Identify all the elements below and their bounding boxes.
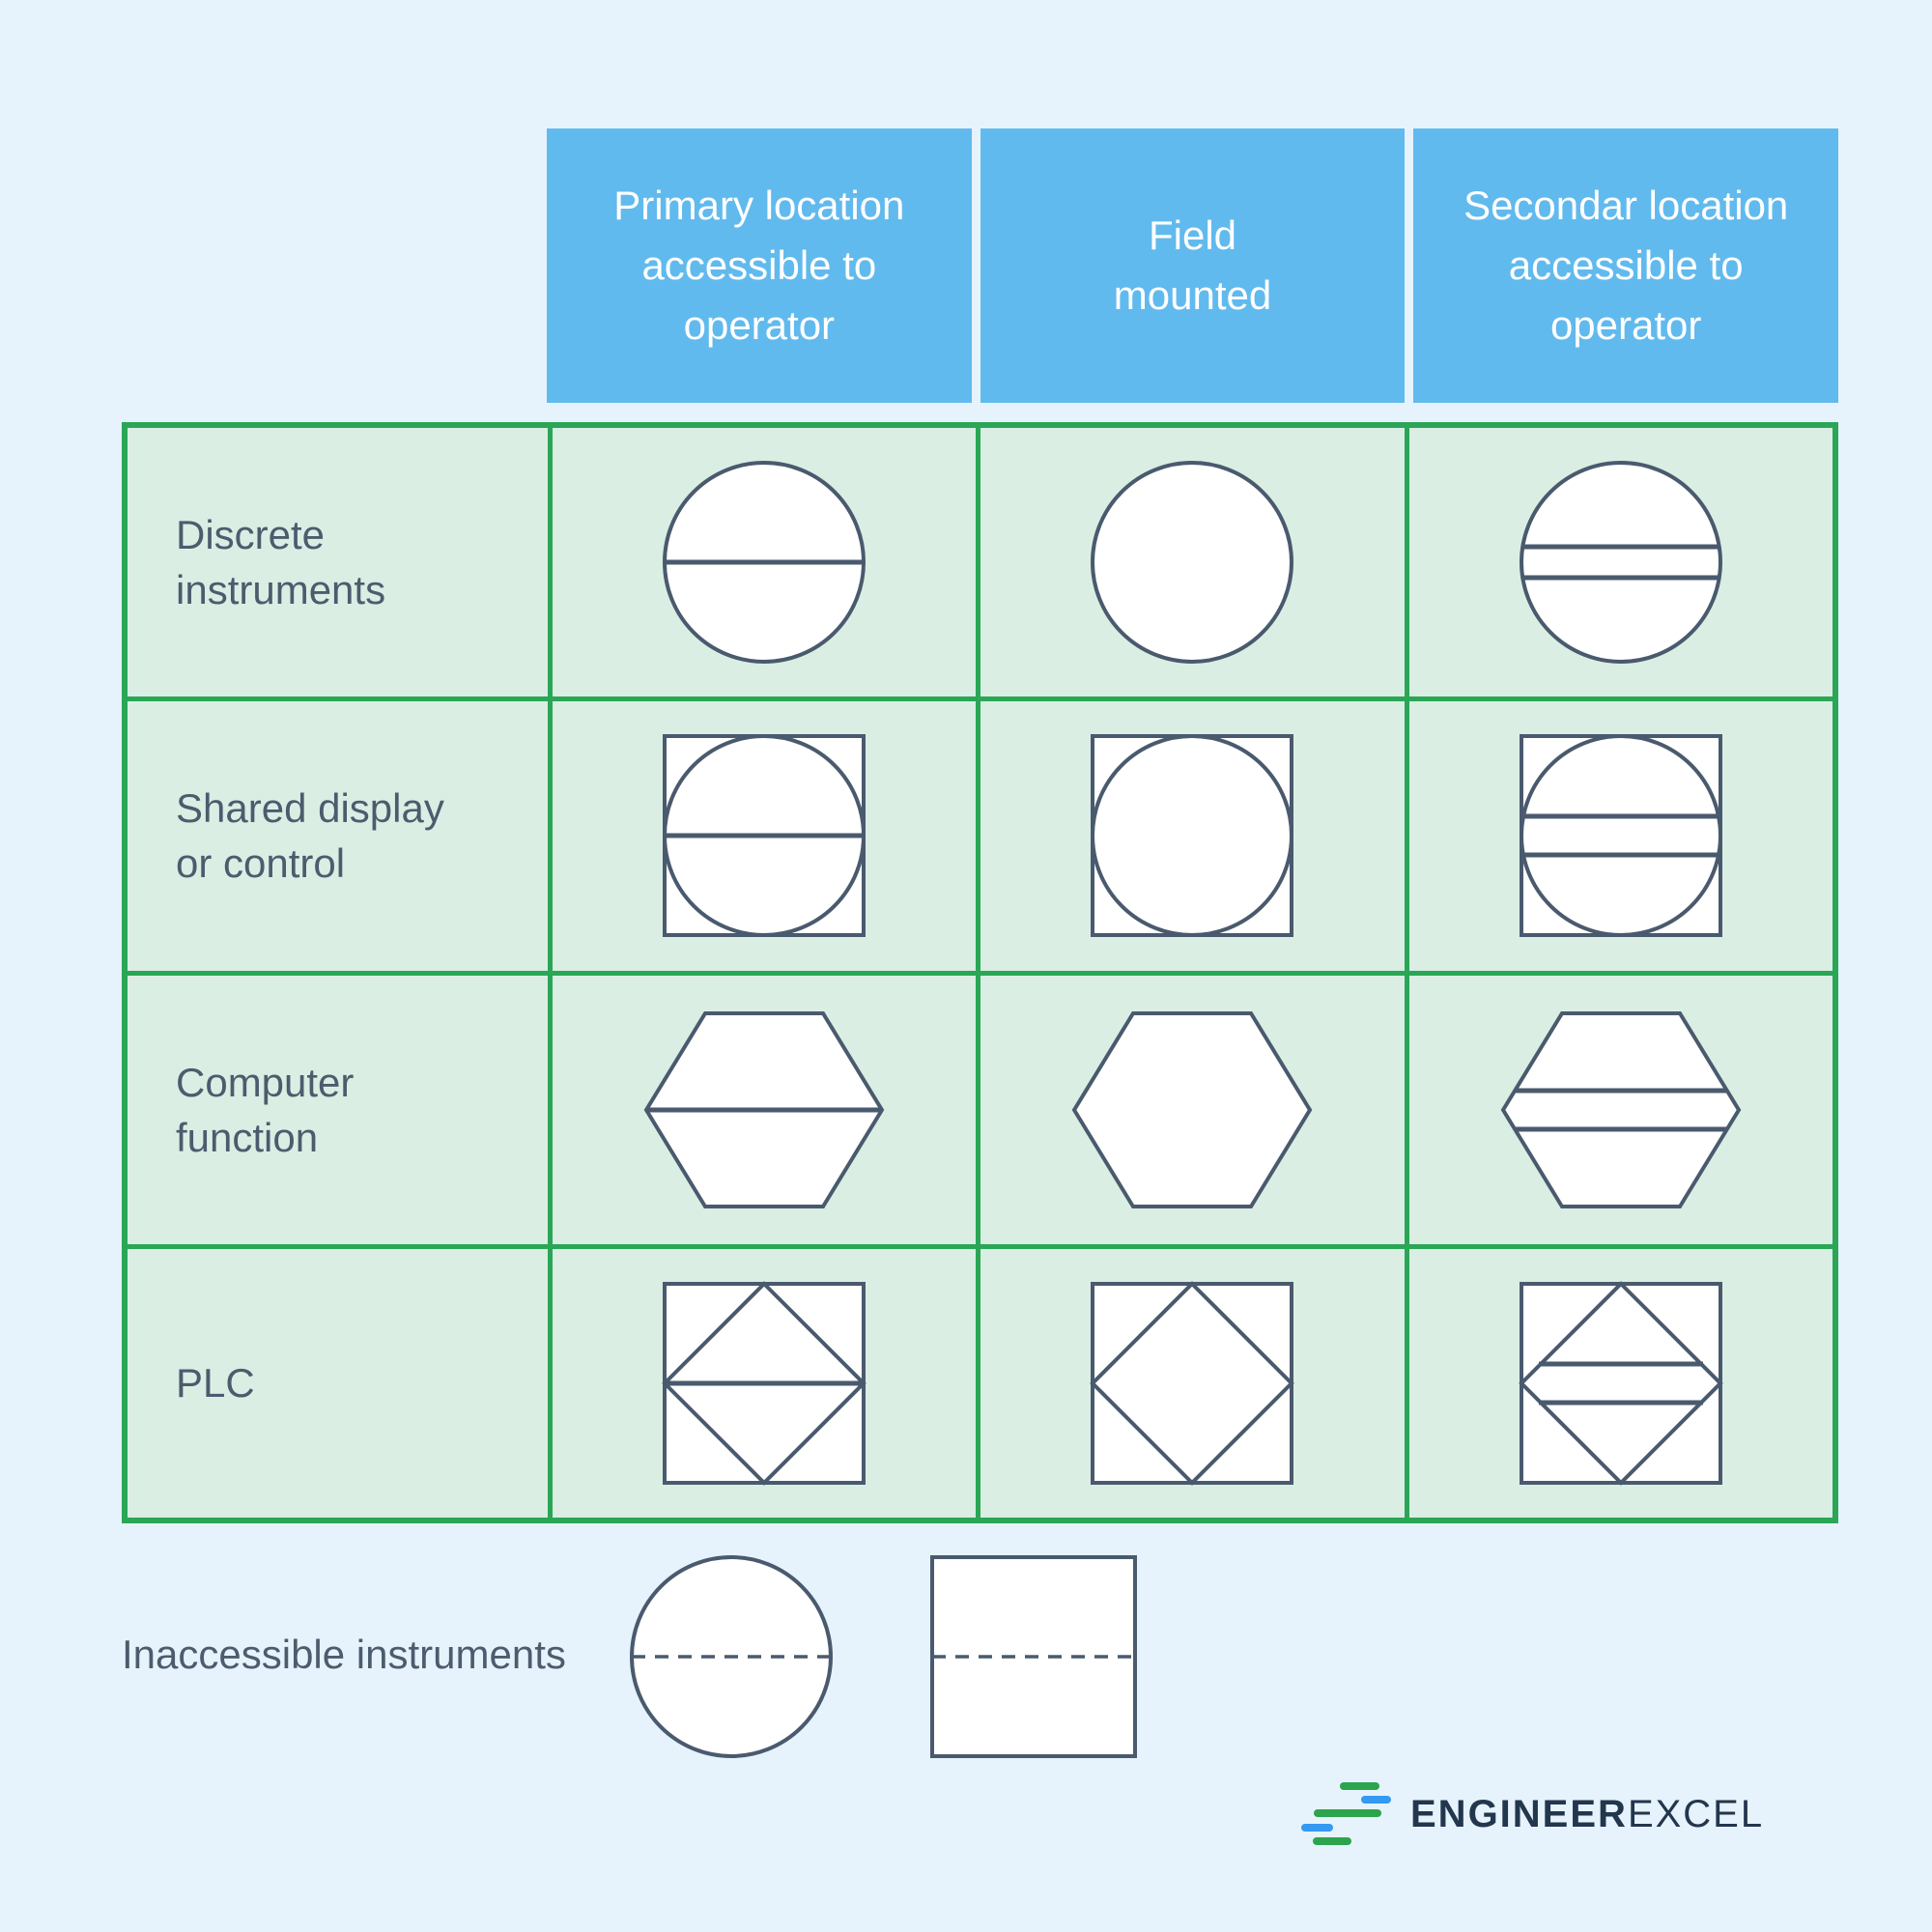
- table-cell-shared-display-field: [980, 701, 1405, 971]
- engineerexcel-logo: ENGINEEREXCEL: [1294, 1781, 1764, 1847]
- table-cell-discrete-instruments-secondary: [1408, 428, 1833, 697]
- symbol-computer-function-field-icon: [1072, 1010, 1313, 1208]
- engineerexcel-logo-icon: [1294, 1781, 1391, 1847]
- column-header-field: Field mounted: [980, 128, 1406, 403]
- row-label-computer-function: Computer function: [128, 975, 548, 1244]
- symbol-plc-secondary-icon: [1518, 1281, 1723, 1486]
- symbol-computer-function-primary-icon: [643, 1010, 885, 1208]
- table-cell-discrete-instruments-field: [980, 428, 1405, 697]
- column-header-primary: Primary location accessible to operator: [547, 128, 972, 403]
- inaccessible-square-icon: [930, 1555, 1137, 1758]
- symbol-shared-display-primary-icon: [663, 734, 867, 938]
- logo-bar: [1361, 1796, 1391, 1804]
- symbol-discrete-instruments-secondary-icon: [1519, 461, 1722, 665]
- inaccessible-circle-icon: [630, 1555, 833, 1758]
- legend-symbol-inaccessible-square: [908, 1550, 1159, 1768]
- logo-text-excel: EXCEL: [1627, 1792, 1765, 1835]
- table-cell-discrete-instruments-primary: [553, 428, 977, 697]
- legend-symbol-inaccessible-circle: [606, 1550, 857, 1768]
- table-cell-shared-display-secondary: [1408, 701, 1833, 971]
- table-cell-shared-display-primary: [553, 701, 977, 971]
- symbol-computer-function-secondary-icon: [1500, 1010, 1742, 1208]
- table-cell-plc-secondary: [1408, 1248, 1833, 1518]
- logo-bar: [1313, 1837, 1351, 1845]
- row-label-shared-display: Shared display or control: [128, 701, 548, 971]
- table-cell-plc-field: [980, 1248, 1405, 1518]
- logo-text-engineer: ENGINEER: [1410, 1792, 1628, 1835]
- column-header-secondary: Secondar location accessible to operator: [1413, 128, 1839, 403]
- engineerexcel-logo-text: ENGINEEREXCEL: [1410, 1793, 1764, 1836]
- logo-bar: [1314, 1809, 1381, 1817]
- symbol-shared-display-secondary-icon: [1519, 734, 1722, 938]
- table-cell-computer-function-primary: [553, 975, 977, 1244]
- symbol-discrete-instruments-primary-icon: [663, 461, 867, 665]
- logo-bar: [1340, 1782, 1379, 1790]
- table-cell-computer-function-secondary: [1408, 975, 1833, 1244]
- symbol-plc-primary-icon: [662, 1281, 867, 1486]
- symbol-discrete-instruments-field-icon: [1091, 461, 1294, 665]
- row-label-plc: PLC: [128, 1248, 548, 1518]
- symbol-plc-field-icon: [1090, 1281, 1295, 1486]
- table-cell-computer-function-field: [980, 975, 1405, 1244]
- table-cell-plc-primary: [553, 1248, 977, 1518]
- symbol-shared-display-field-icon: [1091, 734, 1294, 938]
- logo-bar: [1301, 1824, 1333, 1832]
- row-label-discrete-instruments: Discrete instruments: [128, 428, 548, 697]
- legend-label: Inaccessible instruments: [122, 1632, 566, 1677]
